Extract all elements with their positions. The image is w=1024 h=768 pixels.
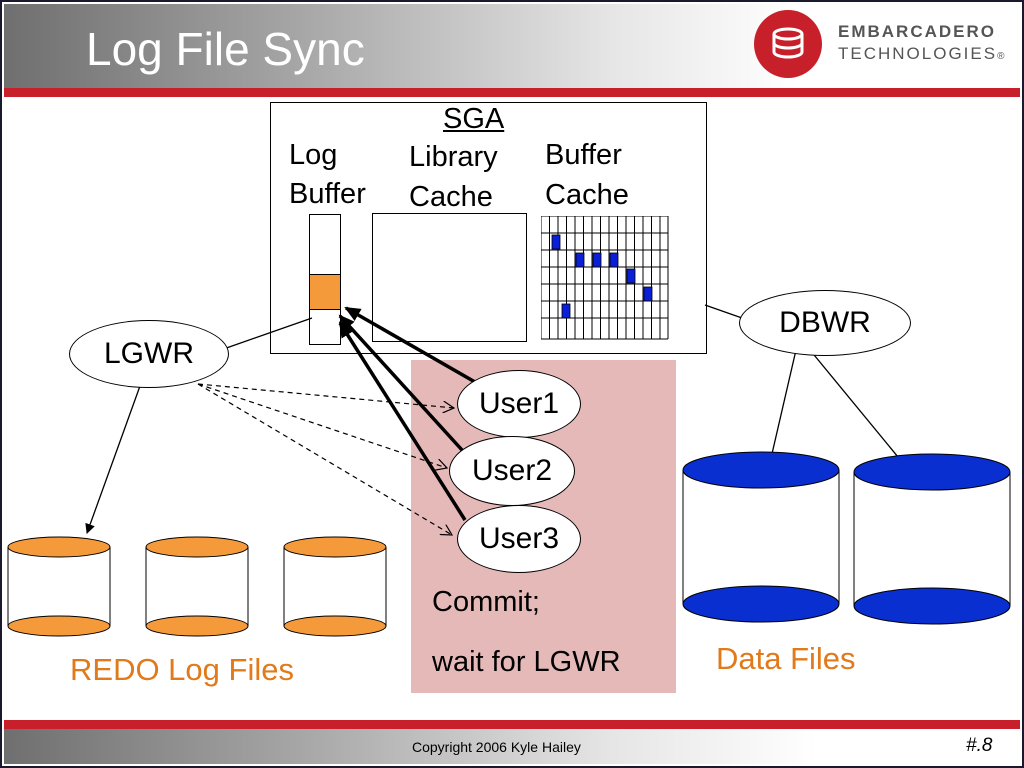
lgwr-process: LGWR (69, 320, 229, 388)
logo-line-2-text: TECHNOLOGIES (838, 44, 998, 63)
redo-log-file-2 (145, 536, 249, 637)
database-stack-icon (772, 27, 804, 59)
dirty-block (592, 252, 602, 268)
log-buffer-entry (310, 274, 340, 310)
data-files-label: Data Files (716, 641, 856, 676)
footer-divider (4, 720, 1020, 729)
slide-number: #.8 (966, 735, 993, 756)
redo-log-files-label: REDO Log Files (70, 652, 294, 687)
log-buffer (309, 214, 341, 345)
user2-process: User2 (449, 436, 575, 506)
redo-log-file-1 (7, 536, 111, 637)
buffer-grid-lines (541, 216, 669, 340)
user1-to-logbuffer-arrow (344, 306, 476, 384)
library-cache-label-1: Library (409, 141, 498, 173)
data-file-2 (853, 453, 1011, 625)
logbuffer-to-lgwr-arrow (214, 317, 313, 354)
title-bar (4, 4, 1020, 88)
sga-label: SGA (443, 103, 505, 135)
footer-bar (4, 729, 1020, 764)
wait-for-lgwr-label: wait for LGWR (432, 646, 621, 678)
buffercache-to-dbwr-line (704, 304, 743, 319)
lgwr-post-user3-arrow (197, 383, 452, 535)
redo-log-file-3 (283, 536, 387, 637)
library-cache (372, 213, 527, 342)
dirty-block (643, 286, 653, 302)
dirty-block (626, 268, 636, 284)
embarcadero-logo-icon (754, 10, 822, 78)
dbwr-process: DBWR (739, 290, 911, 356)
log-buffer-label-2: Buffer (289, 178, 366, 210)
buffer-cache-label-1: Buffer (545, 139, 622, 171)
commit-label: Commit; (432, 586, 540, 618)
dirty-block (551, 234, 561, 250)
slide-title: Log File Sync (86, 23, 365, 75)
dirty-blocks (551, 234, 653, 319)
header-divider (4, 88, 1020, 97)
dirty-block (575, 252, 585, 268)
buffer-cache-grid (541, 216, 669, 340)
library-cache-label-2: Cache (409, 181, 493, 213)
data-file-1 (682, 451, 840, 623)
dirty-block (561, 303, 571, 319)
lgwr-to-redo-arrow (85, 385, 141, 534)
user2-to-logbuffer-arrow (338, 314, 464, 452)
logo-line-1: EMBARCADERO (838, 22, 996, 41)
lgwr-post-user2-arrow (197, 383, 447, 468)
log-buffer-label-1: Log (289, 139, 338, 171)
user3-process: User3 (457, 505, 581, 573)
user3-to-logbuffer-arrow (338, 321, 467, 521)
logo-line-2: TECHNOLOGIES® (838, 44, 1006, 64)
registered-mark: ® (997, 51, 1007, 62)
copyright-text: Copyright 2006 Kyle Hailey (412, 739, 581, 755)
lgwr-post-user1-arrow (197, 383, 454, 408)
buffer-cache-label-2: Cache (545, 179, 629, 211)
dirty-block (609, 252, 619, 268)
user1-process: User1 (457, 370, 581, 438)
